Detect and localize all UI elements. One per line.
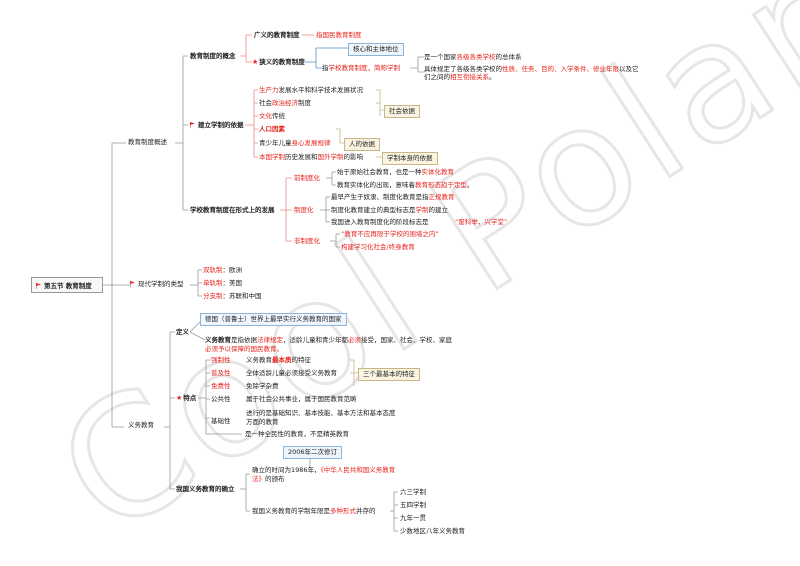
narrow-detail-2b: 们之间的相互衔接关系。 [424,73,496,81]
revision-box: 2006年二次修订 [283,446,343,459]
feature-public-desc: 属于社会公共事业，属于国民教育范畴 [246,395,357,403]
star-icon: ★ [252,58,259,66]
form-8-year: 少数地区八年义务教育 [400,527,465,535]
node-definition: 定义 [176,328,189,336]
feature-universal-desc: 全体适龄儿童必须接受义务教育 [246,369,337,377]
node-features: ★特点 [176,394,197,402]
inst-item-3b: “废科举，兴学堂” [455,218,508,226]
core-status-box: 核心和主体地位 [348,43,404,56]
box-three-basic-features: 三个最基本的特征 [358,368,420,381]
node-establishment: 我国义务教育的确立 [176,485,235,493]
type-single-track: 单轨制：美国 [203,279,242,287]
period-desc: 我国义务教育的学制年限是多种形式并存的 [252,507,376,515]
narrow-detail-1: 是一个国家各级各类学校的总体系 [424,53,522,61]
feature-free-desc: 免除学杂费 [246,382,279,390]
pre-item-1: 始于原始社会教育，也是一种实体化教育 [337,168,454,176]
feature-extra: 是一种全民性的教育，不是精英教育 [245,430,349,438]
box-social-basis: 社会依据 [384,105,420,118]
red-flag-icon [36,283,41,289]
box-human-basis: 人的依据 [344,138,380,151]
narrow-system-desc: 指学校教育制度，简称学制 [322,64,400,72]
feature-public-name: 公共性 [211,395,231,403]
germany-box: 德国（普鲁士）世界上最早实行义务教育的国家 [200,313,347,326]
form-5-4: 五四学制 [400,501,426,509]
type-branch: 分支制：苏联和中国 [203,292,262,300]
form-6-3: 六三学制 [400,488,426,496]
stage-non-institutional: 非制度化 [294,237,320,245]
branch-compulsory-education: 义务教育 [128,421,154,429]
non-item-1: “教育不应再限于学校的围墙之内” [341,230,439,238]
stage-institutional: 制度化 [294,206,314,214]
root-label: 第五节 教育制度 [44,282,92,290]
red-flag-icon [130,281,135,287]
definition-line-2: 必须予以保障的国民教育。 [205,345,283,353]
inst-item-3: 我国进入教育制度化的阶段标志是 [331,218,429,226]
broad-system-desc: 指国民教育制度 [316,31,362,39]
node-concept: 教育制度的概念 [190,52,236,60]
basis-item-development: 青少年儿童身心发展规律 [259,139,331,147]
box-self-basis: 学制本身的依据 [382,152,438,165]
basis-item-history: 本国学制历史发展和国外学制的影响 [259,153,363,161]
feature-compulsory-name: 强制性 [211,356,231,364]
pre-item-2: 教育实体化的出现，意味着教育形态趋于定型。 [337,181,474,189]
node-broad-system: 广义的教育制度 [254,31,300,39]
form-9-year: 九年一贯 [400,514,426,522]
feature-basic-name: 基础性 [211,417,231,425]
node-narrow-system: ★狭义的教育制度 [252,58,305,66]
stage-pre-institutional: 前制度化 [294,174,320,182]
basis-item-politics: 社会政治经济制度 [259,99,311,107]
basis-item-culture: 文化传统 [259,112,285,120]
definition-line-1: 义务教育是指依据法律规定，适龄儿童和青少年都必须接受，国家、社会、学校、家庭 [205,336,452,344]
inst-item-2: 制度化教育建立的典型标志是学制的建立 [331,206,448,214]
feature-free-name: 免费性 [211,382,231,390]
feature-basic-desc: 进行的是基础知识、基本技能、基本方法和基本态度 [246,409,396,417]
narrow-detail-2a: 具体规定了各级各类学校的性质、任务、目的、入学条件、修业年限以及它 [424,65,639,73]
inst-item-1: 最早产生于奴隶、制度化教育是指正规教育 [331,193,455,201]
feature-basic-desc-2: 方面的教育 [246,418,279,426]
basis-item-population: 人口因素 [259,125,285,133]
non-item-2: 构建学习化社会/终身教育 [341,243,415,251]
basis-item-productivity: 生产力发展水平和科学技术发展状况 [259,86,363,94]
node-basis: 建立学制的依据 [190,121,244,130]
branch-modern-school-system-types: 现代学制的类型 [130,280,184,289]
red-flag-icon [190,122,195,128]
root-node: 第五节 教育制度 [31,277,103,293]
establish-line-2: 法》的颁布 [252,475,285,483]
node-form-development: 学校教育制度在形式上的发展 [190,206,275,214]
branch-education-system-overview: 教育制度概述 [128,138,167,146]
star-icon: ★ [176,394,183,402]
feature-universal-name: 普及性 [211,369,231,377]
type-dual-track: 双轨制：欧洲 [203,266,242,274]
feature-compulsory-desc: 义务教育最本质的特征 [246,356,311,364]
establish-line-1: 确立的时间为1986年，《中华人民共和国义务教育 [252,466,396,474]
